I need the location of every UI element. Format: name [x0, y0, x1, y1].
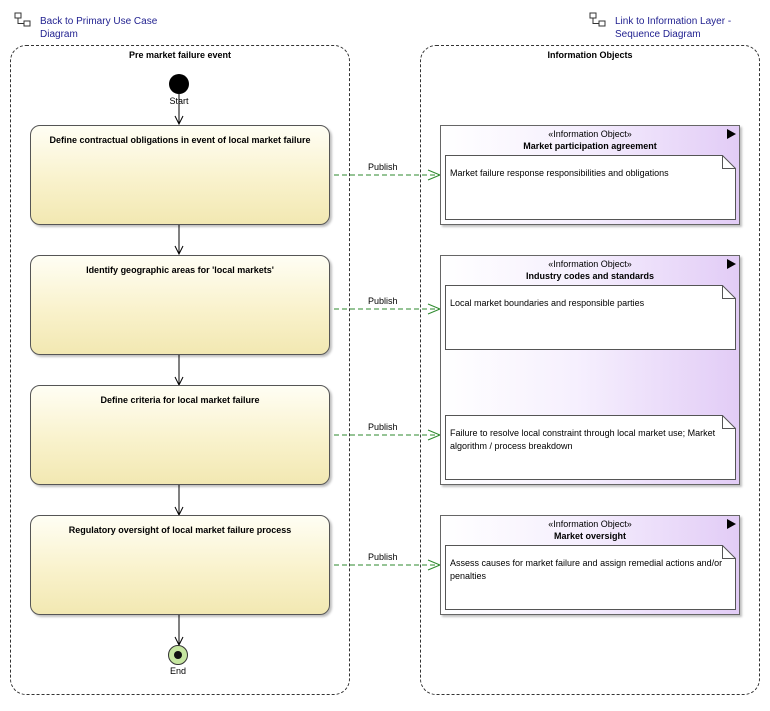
object-marker-icon — [727, 259, 736, 269]
forward-link-line1[interactable]: Link to Information Layer - — [615, 16, 732, 27]
action-define-contractual-obligations[interactable]: Define contractual obligations in event … — [30, 125, 330, 225]
action-regulatory-oversight[interactable]: Regulatory oversight of local market fai… — [30, 515, 330, 615]
note-text: Assess causes for market failure and ass… — [450, 558, 723, 581]
publish-label-3: Publish — [368, 422, 398, 432]
back-to-primary-use-case-link[interactable]: Back to Primary Use Case Diagram — [40, 15, 157, 41]
back-link-line1[interactable]: Back to Primary Use Case — [40, 16, 158, 27]
object-name: Market participation agreement — [523, 141, 657, 151]
partition-pre-market-failure-event[interactable]: Pre market failure event — [10, 45, 350, 695]
partition-title: Information Objects — [547, 50, 633, 60]
note-market-failure-responsibilities[interactable]: Market failure response responsibilities… — [445, 155, 736, 220]
forward-link-line2[interactable]: Sequence Diagram — [615, 29, 701, 40]
start-node[interactable] — [169, 74, 189, 94]
stereotype-label: «Information Object» — [548, 519, 632, 529]
note-failure-to-resolve-local-constraint[interactable]: Failure to resolve local constraint thro… — [445, 415, 736, 480]
object-name: Industry codes and standards — [525, 271, 655, 281]
stereotype-label: «Information Object» — [548, 129, 632, 139]
object-marker-icon — [727, 129, 736, 139]
note-text: Local market boundaries and responsible … — [450, 298, 645, 308]
note-shape — [445, 285, 736, 350]
note-text: Failure to resolve local constraint thro… — [450, 428, 716, 451]
diagram-link-icon[interactable] — [14, 12, 32, 28]
object-name: Market oversight — [553, 531, 627, 541]
start-label: Start — [169, 96, 189, 106]
note-local-market-boundaries[interactable]: Local market boundaries and responsible … — [445, 285, 736, 350]
action-define-criteria[interactable]: Define criteria for local market failure — [30, 385, 330, 485]
end-label: End — [169, 666, 186, 676]
publish-label-2: Publish — [368, 296, 398, 306]
object-marker-icon — [727, 519, 736, 529]
end-node[interactable] — [168, 645, 188, 665]
action-label: Identify geographic areas for 'local mar… — [86, 265, 274, 275]
action-label: Define contractual obligations in event … — [49, 135, 311, 145]
note-shape — [445, 155, 736, 220]
end-node-core — [174, 651, 182, 659]
partition-title: Pre market failure event — [128, 50, 232, 60]
publish-label-4: Publish — [368, 552, 398, 562]
note-shape — [445, 415, 736, 480]
note-assess-causes[interactable]: Assess causes for market failure and ass… — [445, 545, 736, 610]
note-shape — [445, 545, 736, 610]
stereotype-label: «Information Object» — [548, 259, 632, 269]
action-identify-geographic-areas[interactable]: Identify geographic areas for 'local mar… — [30, 255, 330, 355]
partition-information-objects[interactable]: Information Objects — [420, 45, 760, 695]
link-to-information-layer[interactable]: Link to Information Layer - Sequence Dia… — [615, 15, 731, 41]
publish-label-1: Publish — [368, 162, 398, 172]
action-label: Regulatory oversight of local market fai… — [68, 525, 292, 535]
note-text: Market failure response responsibilities… — [450, 168, 669, 178]
diagram-link-icon[interactable] — [589, 12, 607, 28]
back-link-line2[interactable]: Diagram — [40, 29, 78, 40]
action-label: Define criteria for local market failure — [100, 395, 260, 405]
